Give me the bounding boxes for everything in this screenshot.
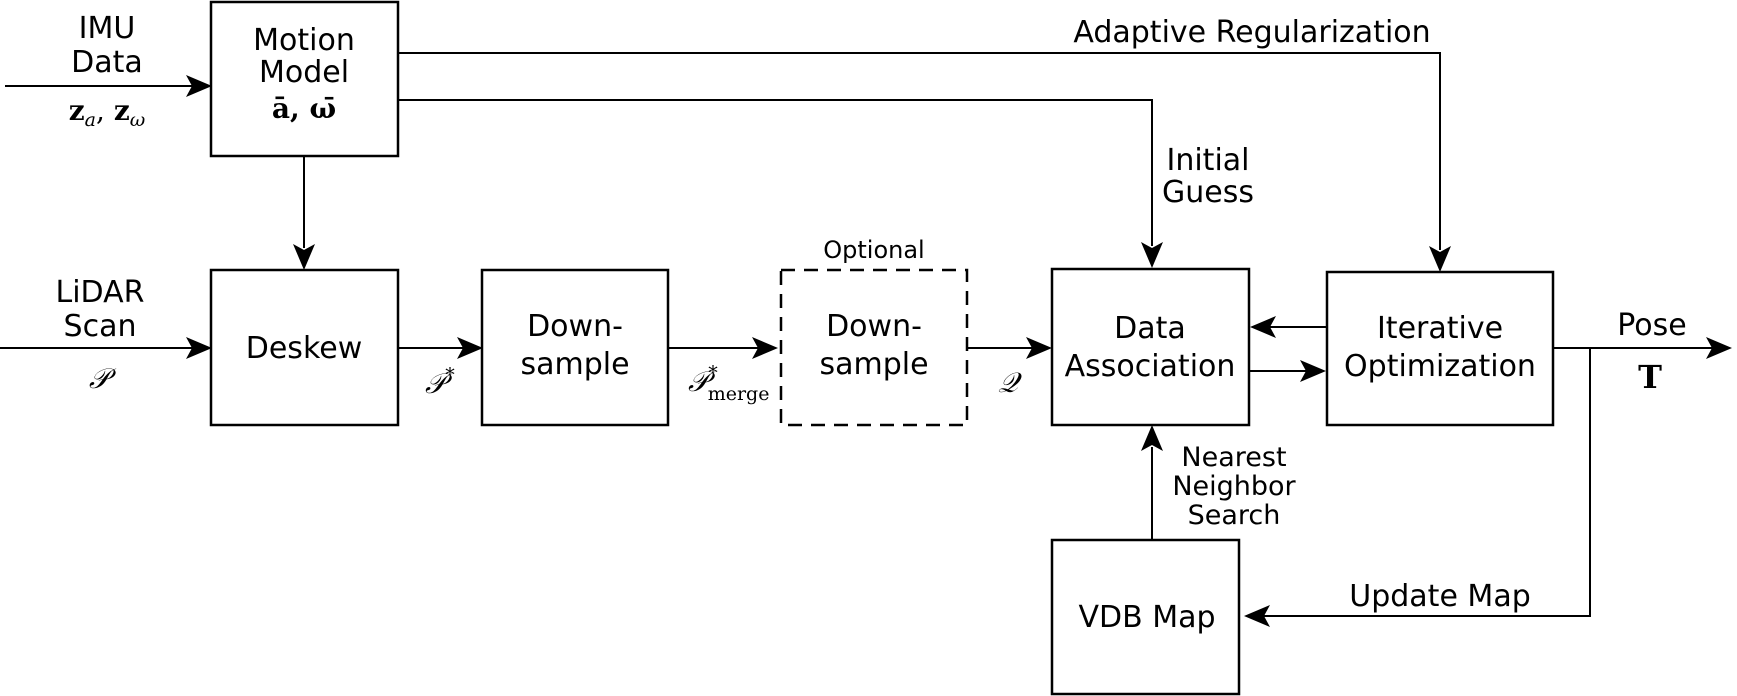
nearest-neighbor-label: Neighbor bbox=[1172, 471, 1296, 502]
arrowhead bbox=[1026, 337, 1052, 359]
data-association-box bbox=[1050, 267, 1251, 427]
arrowhead bbox=[457, 337, 483, 359]
deskew-label: Deskew bbox=[246, 331, 362, 366]
vdb-map-label: VDB Map bbox=[1078, 600, 1215, 635]
downsample-label: Down- bbox=[527, 309, 623, 344]
nearest-neighbor-label: Nearest bbox=[1181, 442, 1286, 473]
arrowhead bbox=[293, 244, 315, 270]
arrowhead bbox=[1250, 316, 1276, 338]
imu-measurement-math: za, zω bbox=[69, 94, 145, 131]
motion-model-label: Motion bbox=[253, 23, 355, 58]
pose-transform-symbol: T bbox=[1638, 358, 1662, 396]
optional-downsample-box bbox=[779, 268, 969, 427]
arrowhead bbox=[1429, 246, 1451, 272]
deskewed-cloud-symbol: 𝒫* bbox=[425, 364, 455, 400]
arrowhead bbox=[186, 75, 212, 97]
initial-guess-wire bbox=[398, 99, 1153, 246]
merged-cloud-symbol: 𝒫*merge bbox=[688, 362, 769, 405]
motion-model-box bbox=[209, 0, 400, 158]
lidar-scan-label: LiDAR bbox=[56, 275, 145, 310]
downsample-box bbox=[480, 268, 670, 427]
data-association-label: Association bbox=[1065, 349, 1236, 384]
downsample-label: sample bbox=[520, 347, 629, 382]
deskew-box bbox=[209, 268, 400, 427]
iterative-optimization-box bbox=[1325, 270, 1555, 427]
adaptive-regularization-wire bbox=[398, 52, 1441, 250]
iterative-optimization-label: Iterative bbox=[1377, 311, 1503, 346]
arrowhead bbox=[186, 337, 212, 359]
motion-model-label: Model bbox=[259, 55, 349, 90]
data-association-label: Data bbox=[1114, 311, 1186, 346]
arrowhead bbox=[1141, 242, 1163, 268]
adaptive-regularization-label: Adaptive Regularization bbox=[1073, 15, 1430, 50]
initial-guess-label: Guess bbox=[1162, 175, 1254, 210]
point-cloud-symbol: 𝒫 bbox=[89, 362, 117, 395]
arrowhead bbox=[1244, 605, 1270, 627]
arrowhead bbox=[1141, 425, 1163, 451]
arrowhead bbox=[1300, 360, 1326, 382]
pose-label: Pose bbox=[1617, 308, 1686, 343]
update-map-wire bbox=[1264, 348, 1591, 617]
optional-downsample-label: sample bbox=[819, 347, 928, 382]
optional-downsample-label: Down- bbox=[826, 309, 922, 344]
motion-model-math: ā, ω̄ bbox=[272, 92, 336, 125]
query-cloud-symbol: 𝒬 bbox=[998, 366, 1022, 399]
lidar-scan-label: Scan bbox=[64, 309, 137, 344]
vdb-map-box bbox=[1050, 538, 1241, 696]
imu-data-label: Data bbox=[71, 45, 143, 80]
nearest-neighbor-label: Search bbox=[1188, 500, 1281, 531]
optional-note: Optional bbox=[823, 236, 924, 264]
update-map-label: Update Map bbox=[1349, 579, 1531, 614]
arrowhead bbox=[752, 337, 778, 359]
imu-data-label: IMU bbox=[79, 11, 136, 46]
iterative-optimization-label: Optimization bbox=[1344, 349, 1536, 384]
arrowhead bbox=[1706, 337, 1732, 359]
initial-guess-label: Initial bbox=[1166, 143, 1249, 178]
